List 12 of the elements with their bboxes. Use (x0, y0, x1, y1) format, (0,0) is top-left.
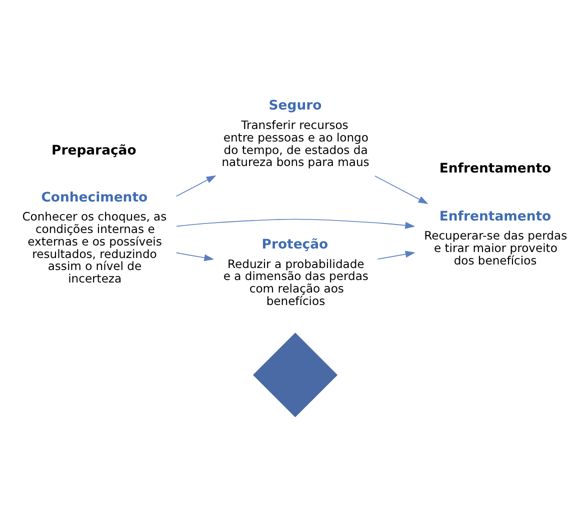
arrow (176, 175, 216, 197)
arrow (377, 250, 416, 260)
node-text: Proteção Reduzir a probabilidade e a dimensão das perdas com relação aos benefícios (223, 237, 368, 308)
label: Preparação (52, 143, 136, 158)
node-text: Conhecimento Conhecer os choques, as condições internas e externas e os possíveis resultados, reduzindo assim o nível de incerteza (22, 190, 167, 286)
node-text: Seguro Transferir recursos entre pessoas e ao longo do tempo, de estados da natureza bons para maus (222, 98, 370, 170)
node-text: Enfrentamento Recuperar-se das perdas e tirar maior proveito dos benefícios (424, 209, 568, 268)
label: Enfrentamento (439, 161, 552, 176)
arrow (176, 252, 214, 262)
node-diamond (252, 332, 338, 418)
arrow (374, 176, 428, 204)
arrow (176, 218, 416, 229)
